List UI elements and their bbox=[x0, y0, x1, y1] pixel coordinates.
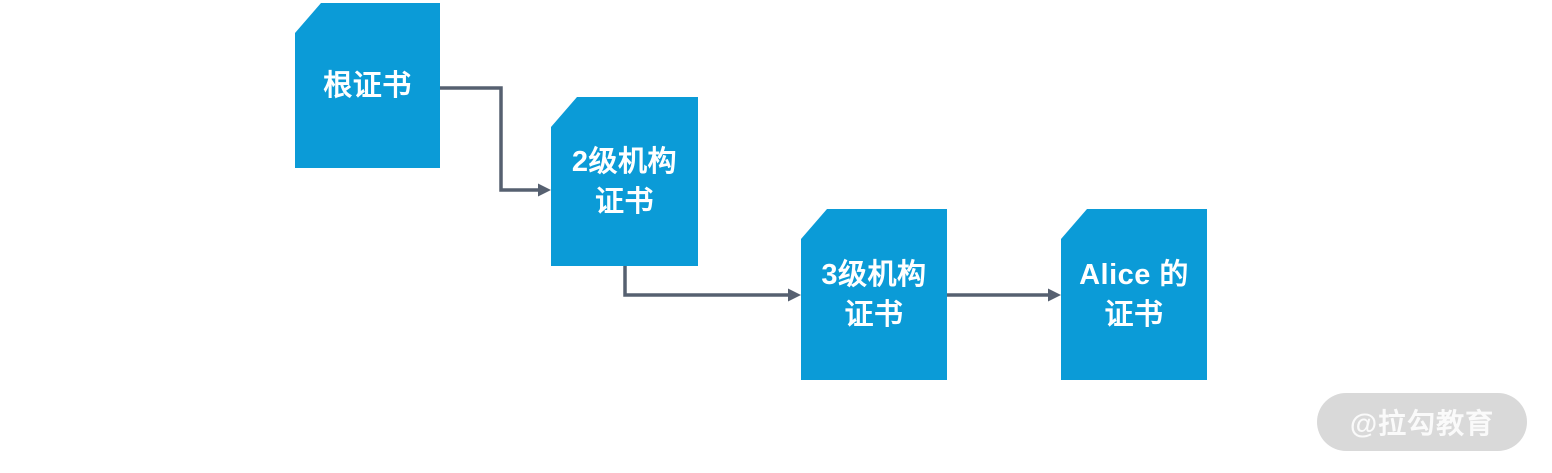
node-label-line: Alice 的 bbox=[1079, 258, 1189, 291]
watermark-text: @拉勾教育 bbox=[1349, 408, 1495, 439]
node-level3-certificate: 3级机构 证书 bbox=[801, 209, 947, 380]
watermark-badge: @拉勾教育 bbox=[1317, 393, 1527, 451]
node-label-line: 证书 bbox=[844, 298, 904, 331]
node-label-line: 根证书 bbox=[323, 69, 412, 102]
node-level2-certificate: 2级机构 证书 bbox=[551, 97, 698, 266]
node-root-certificate: 根证书 bbox=[295, 3, 440, 168]
node-alice-certificate: Alice 的 证书 bbox=[1061, 209, 1207, 380]
node-label-line: 3级机构 bbox=[821, 258, 927, 291]
arrow-level2-to-level3 bbox=[623, 266, 801, 302]
node-label-line: 2级机构 bbox=[571, 145, 678, 178]
arrow-root-to-level2 bbox=[440, 86, 551, 197]
node-label-line: 证书 bbox=[594, 185, 654, 218]
node-label-line: 证书 bbox=[1104, 298, 1164, 331]
